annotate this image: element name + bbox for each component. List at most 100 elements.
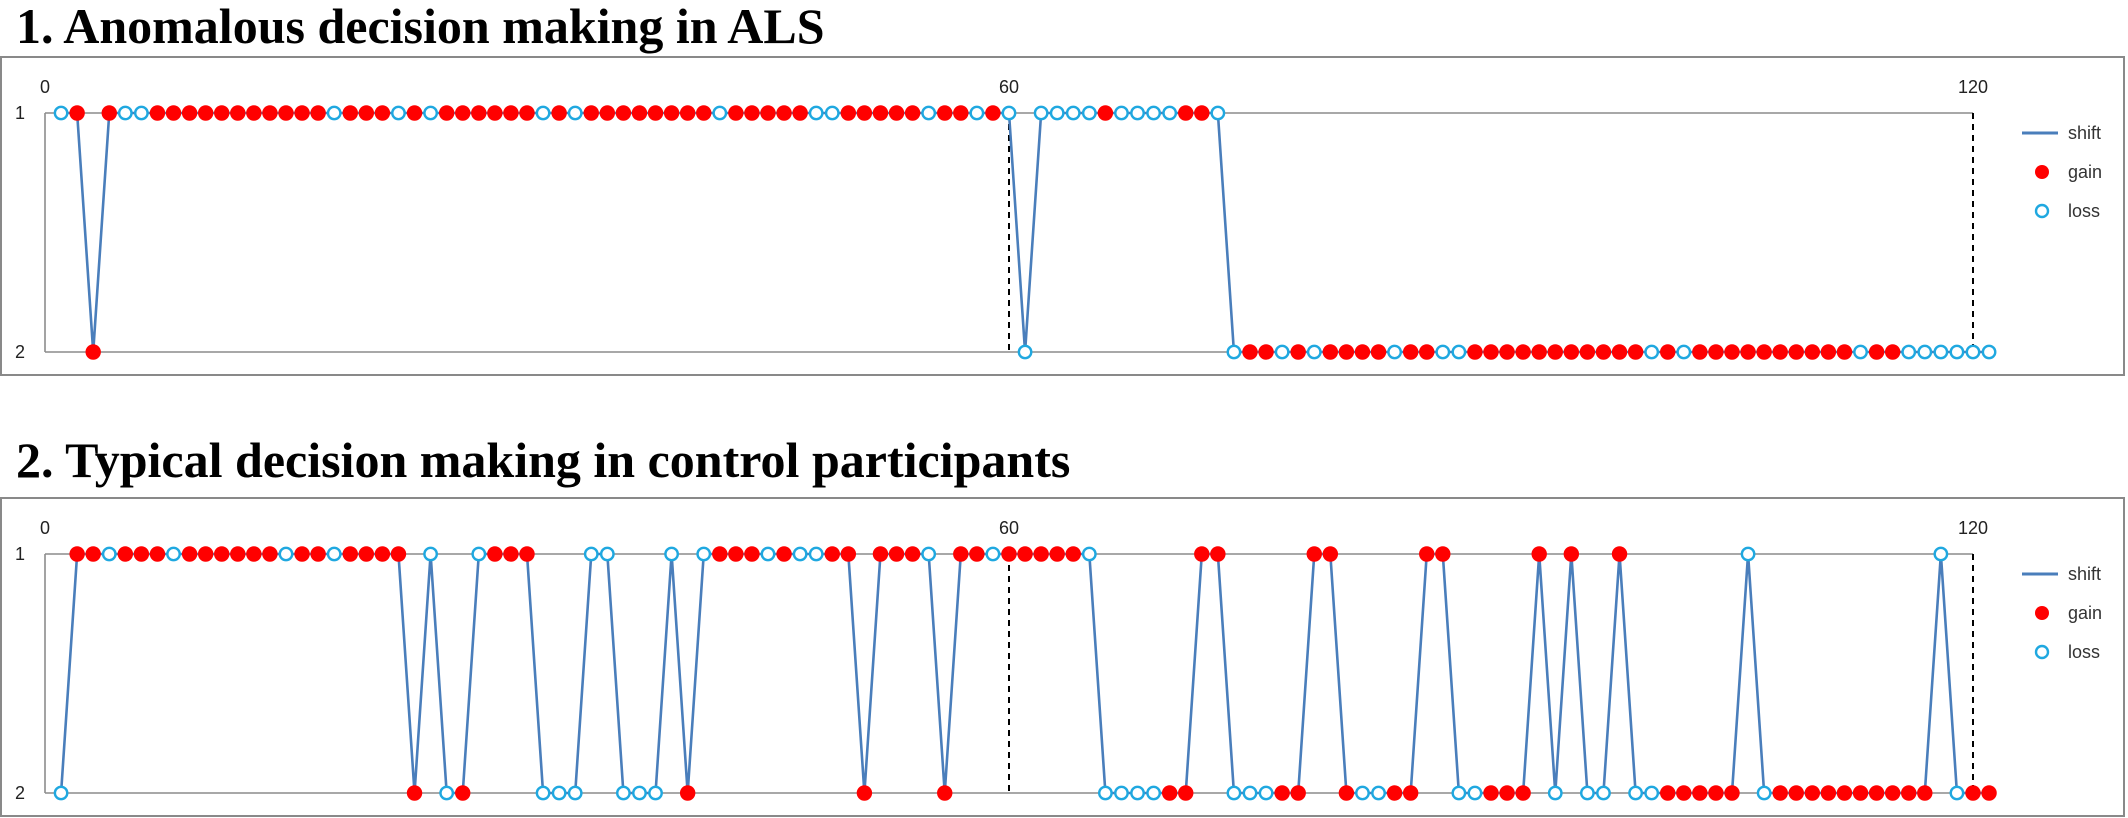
loss-point: [1933, 546, 1949, 562]
gain-point: [406, 105, 423, 121]
loss-point: [1628, 785, 1644, 801]
legend-gain-label: gain: [2068, 603, 2102, 623]
gain-point: [1194, 546, 1210, 562]
gain-point: [342, 105, 358, 121]
gain-point: [1499, 785, 1515, 801]
legend-loss-label: loss: [2068, 642, 2100, 662]
gain-point: [728, 105, 744, 121]
loss-point: [1130, 105, 1145, 121]
gain-point: [342, 546, 358, 562]
loss-point: [985, 546, 1001, 562]
gain-point: [1017, 546, 1033, 562]
y-tick-label: 2: [15, 783, 25, 803]
loss-point: [1258, 785, 1274, 801]
gain-point: [696, 105, 712, 121]
loss-point: [1033, 105, 1049, 121]
gain-point: [888, 546, 905, 562]
loss-point: [567, 785, 583, 801]
loss-point: [921, 546, 937, 562]
loss-point: [1371, 785, 1386, 801]
loss-point: [1596, 785, 1611, 801]
gain-point: [1483, 344, 1499, 360]
gain-point: [503, 546, 519, 562]
gain-point: [1290, 344, 1306, 360]
gain-point: [1338, 785, 1355, 801]
gain-point: [937, 785, 953, 801]
loss-point: [133, 105, 149, 121]
gain-point: [390, 546, 407, 562]
loss-point: [648, 785, 663, 801]
loss-point: [664, 546, 679, 562]
gain-point: [679, 785, 696, 801]
gain-point: [149, 546, 166, 562]
loss-point: [326, 546, 342, 562]
gain-point: [1788, 785, 1804, 801]
gain-point: [1820, 785, 1837, 801]
loss-point: [1049, 105, 1065, 121]
gain-point: [1772, 785, 1788, 801]
loss-point: [567, 105, 583, 121]
loss-point: [1242, 785, 1258, 801]
gain-point: [1161, 785, 1178, 801]
gain-point: [117, 546, 134, 562]
gain-point: [294, 546, 310, 562]
loss-point: [969, 105, 985, 121]
gain-point: [85, 344, 101, 360]
gain-point: [599, 105, 616, 121]
gain-point: [1065, 546, 1081, 562]
gain-point: [1322, 546, 1339, 562]
loss-point: [1644, 344, 1660, 360]
loss-point: [551, 785, 567, 801]
loss-point: [1114, 105, 1129, 121]
gain-point: [1579, 344, 1596, 360]
loss-point: [808, 105, 824, 121]
gain-point: [1547, 344, 1563, 360]
gain-point: [1788, 344, 1804, 360]
loss-point: [808, 546, 824, 562]
gain-point: [1033, 546, 1049, 562]
gain-point: [278, 105, 294, 121]
gain-point: [985, 105, 1001, 121]
legend-loss-label: loss: [2068, 201, 2100, 221]
gain-point: [1884, 785, 1901, 801]
loss-point: [1451, 785, 1467, 801]
loss-point: [1081, 546, 1097, 562]
loss-point: [599, 546, 615, 562]
loss-point: [53, 785, 69, 801]
x-tick-label: 60: [999, 518, 1019, 538]
loss-point: [1435, 344, 1451, 360]
loss-point: [1580, 785, 1595, 801]
gain-point: [197, 546, 214, 562]
gain-point: [1531, 546, 1547, 562]
gain-point: [487, 105, 503, 121]
gain-point: [133, 546, 150, 562]
gain-point: [1917, 785, 1933, 801]
loss-point: [391, 105, 406, 121]
x-tick-label: 0: [40, 518, 50, 538]
gain-point: [214, 105, 230, 121]
legend-loss-swatch: [2034, 203, 2050, 219]
legend-loss-swatch: [2034, 644, 2050, 660]
gain-point: [1515, 344, 1531, 360]
gain-point: [519, 546, 535, 562]
loss-point: [1853, 344, 1868, 360]
gain-point: [1901, 785, 1917, 801]
gain-point: [1402, 785, 1419, 801]
loss-point: [696, 546, 712, 562]
chart-title-2: 2. Typical decision making in control pa…: [16, 432, 1071, 488]
loss-point: [632, 785, 647, 801]
gain-point: [1820, 344, 1837, 360]
gain-point: [1708, 344, 1724, 360]
gain-point: [744, 105, 760, 121]
gain-point: [1595, 344, 1612, 360]
gain-point: [1386, 785, 1403, 801]
loss-point: [1114, 785, 1129, 801]
loss-point: [535, 105, 551, 121]
gain-point: [647, 105, 664, 121]
gain-point: [85, 546, 101, 562]
gain-point: [1049, 546, 1065, 562]
legend-shift-label: shift: [2068, 123, 2101, 143]
gain-point: [1692, 785, 1708, 801]
